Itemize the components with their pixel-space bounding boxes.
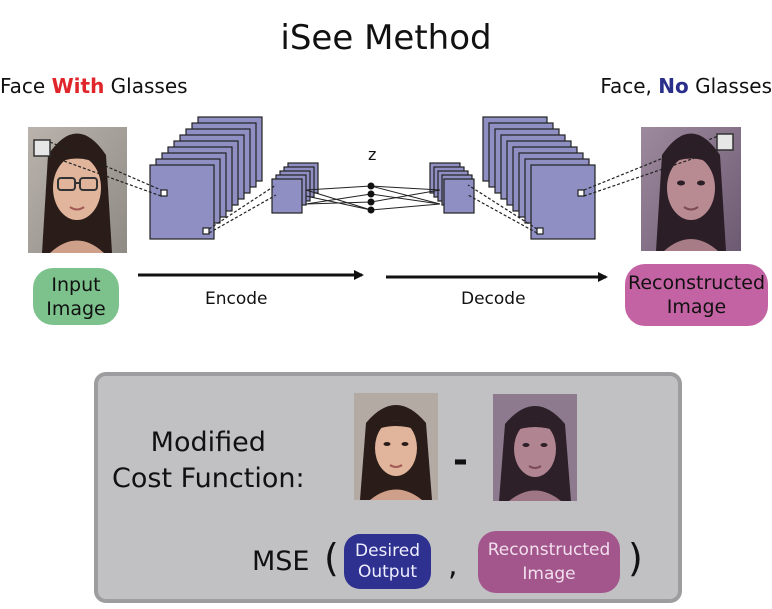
desired-output-pill: Desired Output [344, 534, 431, 589]
diagram-title: iSee Method [280, 18, 492, 58]
decode-label: Decode [461, 289, 526, 309]
output-caption-highlight: No [658, 74, 689, 98]
projection-lines [49, 135, 719, 234]
input-caption-post: Glasses [104, 74, 188, 98]
decoder-layer-stack-2 [482, 116, 596, 240]
face-with-glasses-photo [28, 127, 127, 253]
cost-label-line1: Modified [150, 427, 266, 458]
reconstructed-image-pill-2: Reconstructed Image [478, 531, 620, 593]
cost-function-label: Modified Cost Function: [112, 425, 305, 497]
cost-label-line2: Cost Function: [112, 463, 305, 494]
decoder-layer-stack-1 [429, 162, 475, 214]
open-paren: ( [324, 536, 339, 580]
face-no-glasses-photo [641, 127, 741, 251]
input-caption-highlight: With [51, 74, 105, 98]
encoder-layer-stack-1 [149, 116, 263, 240]
output-caption: Face, No Glasses [600, 74, 772, 98]
reconstructed-face-photo [493, 394, 577, 501]
reconstructed-image-pill: Reconstructed Image [625, 264, 768, 326]
desired-output-photo [354, 393, 438, 500]
close-paren: ) [628, 536, 643, 580]
minus-sign: - [453, 440, 468, 481]
comma: , [448, 548, 458, 583]
input-caption: Face With Glasses [0, 74, 188, 98]
mse-label: MSE [252, 546, 310, 577]
latent-connections [305, 185, 441, 211]
encode-label: Encode [205, 289, 268, 309]
latent-nodes [367, 182, 375, 214]
input-image-pill: Input Image [33, 268, 119, 325]
output-caption-post: Glasses [688, 74, 772, 98]
receptive-field-markers [160, 189, 585, 235]
output-caption-pre: Face, [600, 74, 659, 98]
latent-label: z [368, 145, 377, 164]
encoder-layer-stack-2 [271, 162, 319, 214]
input-caption-pre: Face [0, 74, 52, 98]
